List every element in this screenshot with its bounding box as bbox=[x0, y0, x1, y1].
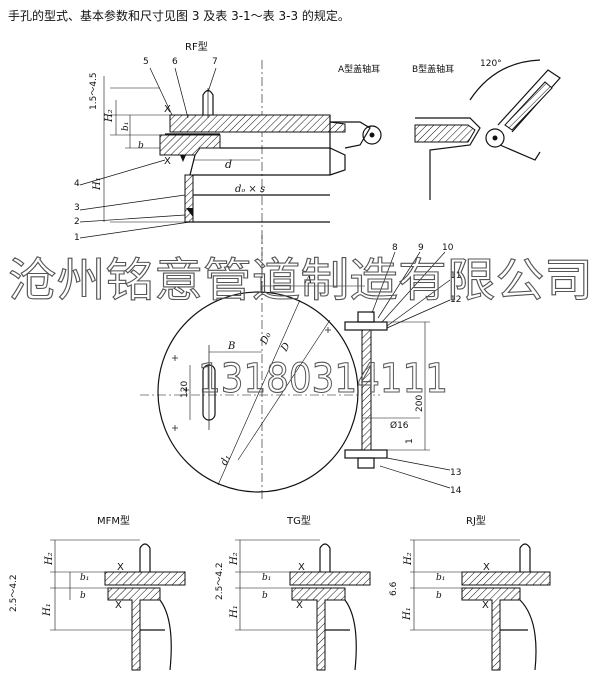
mfm-x-top: X bbox=[117, 562, 124, 573]
callout-2: 2 bbox=[74, 217, 80, 227]
rj-title: RJ型 bbox=[466, 514, 486, 527]
watermark-company: 沧州铭意管道制造有限公司 bbox=[8, 253, 593, 307]
mfm-b1: b₁ bbox=[80, 573, 89, 583]
b-ear-detail: B型盖轴耳 120° bbox=[412, 59, 561, 200]
mfm-x-bottom: X bbox=[115, 600, 122, 611]
rj-b1: b₁ bbox=[436, 573, 445, 583]
dim-d: d bbox=[225, 158, 232, 171]
rj-detail: RJ型 H₂ 6.6 b₁ b H₁ X X bbox=[389, 514, 551, 671]
dim-200: 200 bbox=[415, 395, 425, 412]
mfm-h2: H₂ bbox=[44, 552, 55, 566]
callout-11: 11 bbox=[450, 271, 461, 281]
mfm-title: MFM型 bbox=[97, 514, 130, 527]
callout-12: 12 bbox=[450, 295, 461, 305]
tg-2-5-4-2: 2.5～4.2 bbox=[215, 562, 225, 600]
rj-6-6: 6.6 bbox=[389, 581, 399, 596]
tg-detail: TG型 H₂ 2.5～4.2 b₁ b H₁ X X bbox=[215, 514, 371, 671]
tg-h1: H₁ bbox=[229, 605, 240, 619]
rf-section-view: RF型 1.5～4.5 H₂ bbox=[74, 40, 382, 300]
dim-d1: d₁ bbox=[219, 453, 233, 467]
dim-120: 120 bbox=[180, 381, 190, 398]
dim-a: A bbox=[304, 275, 312, 286]
header-note: 手孔的型式、基本参数和尺寸见图 3 及表 3-1～表 3-3 的规定。 bbox=[8, 8, 350, 23]
dim-h1: H₁ bbox=[92, 177, 103, 191]
plan-view: A B 120 D₀ D d₁ 200 Ø16 1 8 bbox=[140, 235, 462, 500]
dim-1: 1 bbox=[405, 438, 415, 444]
tg-title: TG型 bbox=[286, 514, 311, 527]
rf-flange bbox=[159, 134, 221, 156]
callout-8: 8 bbox=[392, 243, 398, 253]
callout-10: 10 bbox=[442, 243, 454, 253]
mfm-2-5-4-2: 2.5～4.2 bbox=[9, 574, 19, 612]
callout-6: 6 bbox=[172, 57, 178, 67]
rj-h1: H₁ bbox=[402, 607, 413, 621]
dim-b: b bbox=[138, 141, 144, 151]
b-ear-title: B型盖轴耳 bbox=[412, 63, 454, 75]
callout-9: 9 bbox=[418, 243, 424, 253]
a-ear-title: A型盖轴耳 bbox=[338, 63, 380, 75]
callout-7: 7 bbox=[212, 57, 218, 67]
tg-x-top: X bbox=[298, 562, 305, 573]
angle-120: 120° bbox=[480, 59, 502, 69]
rj-b: b bbox=[436, 591, 442, 601]
dim-b1: b₁ bbox=[121, 122, 131, 131]
tg-x-bottom: X bbox=[296, 600, 303, 611]
rf-title: RF型 bbox=[185, 40, 208, 53]
tg-h2: H₂ bbox=[229, 552, 240, 566]
callout-14: 14 bbox=[450, 486, 462, 496]
dim-bb: B bbox=[227, 341, 235, 352]
callout-5: 5 bbox=[143, 57, 149, 67]
mfm-b: b bbox=[80, 591, 86, 601]
rj-x-bottom: X bbox=[482, 600, 489, 611]
watermark-phone: 13180314111 bbox=[198, 356, 448, 402]
callout-1: 1 bbox=[74, 233, 80, 243]
dim-d0: D₀ bbox=[258, 331, 273, 347]
tg-b1: b₁ bbox=[262, 573, 271, 583]
a-ear-detail: A型盖轴耳 bbox=[338, 63, 380, 75]
x-mark-rf-bottom: X bbox=[164, 156, 171, 167]
callout-4: 4 bbox=[74, 179, 80, 189]
callout-13: 13 bbox=[450, 468, 461, 478]
rj-h2: H₂ bbox=[403, 552, 414, 566]
x-mark-rf-top: X bbox=[164, 104, 171, 115]
tg-b: b bbox=[262, 591, 268, 601]
dim-phi16: Ø16 bbox=[390, 420, 409, 431]
rf-cover-plate bbox=[169, 114, 346, 133]
rj-x-top: X bbox=[483, 562, 490, 573]
cover-circle bbox=[157, 291, 359, 493]
dim-1-5-4-5: 1.5～4.5 bbox=[89, 72, 99, 110]
mfm-h1: H₁ bbox=[42, 603, 53, 617]
dim-dw-s: dₒ × s bbox=[235, 184, 265, 195]
mfm-detail: MFM型 H₂ 2.5～4.2 b₁ b H₁ X X bbox=[9, 514, 186, 671]
callout-3: 3 bbox=[74, 203, 80, 213]
dim-h2: H₂ bbox=[104, 109, 115, 123]
